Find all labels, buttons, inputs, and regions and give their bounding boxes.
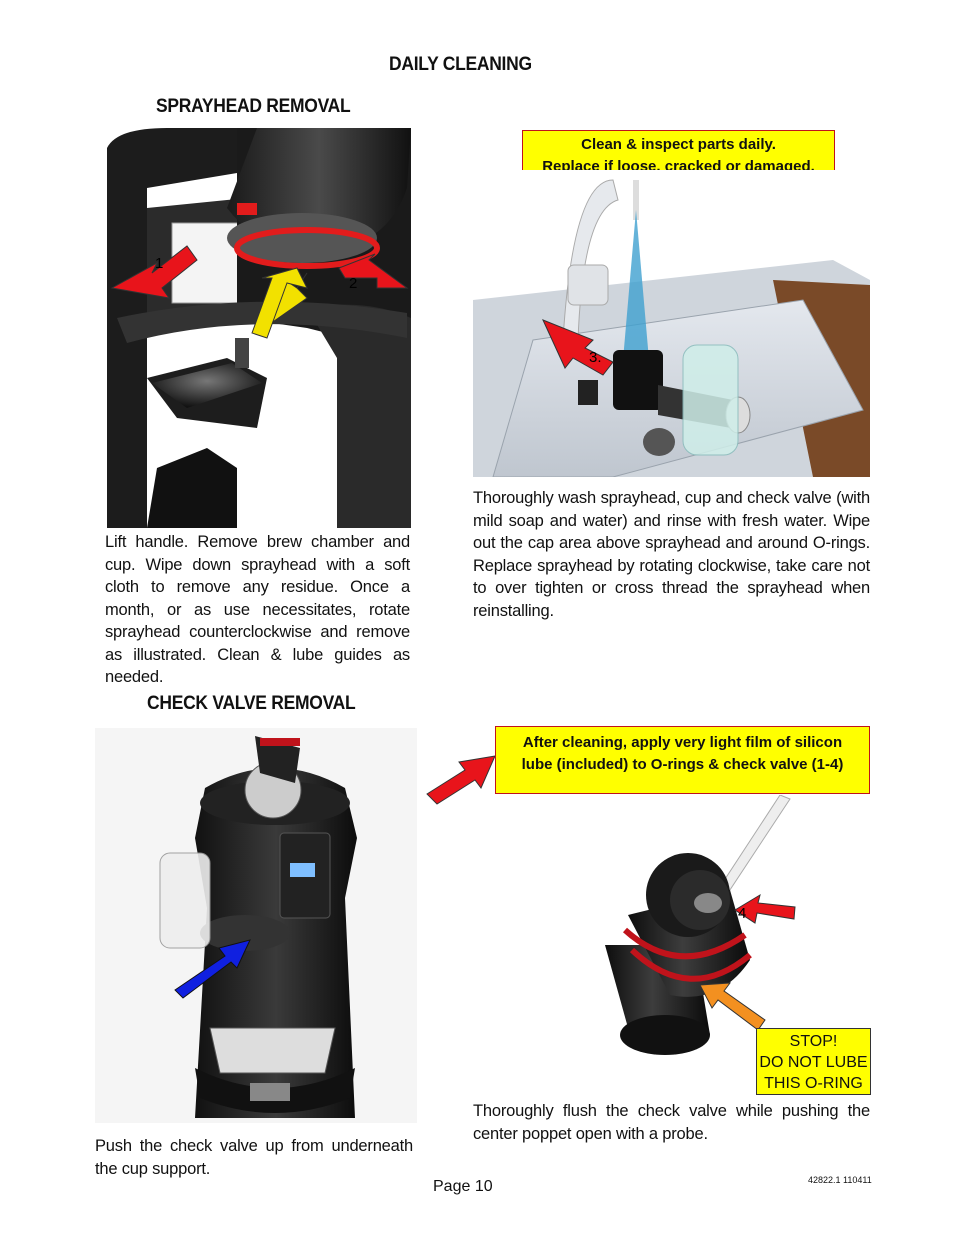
page-number: Page 10 [433,1178,493,1195]
brewer-machine-illustration [95,728,417,1123]
sprayhead-left-text: Lift handle. Remove brew chamber and cup… [105,533,410,686]
lube-callout: After cleaning, apply very light film of… [495,726,870,794]
sink-washing-illustration: 3. [473,170,870,477]
inspect-callout-line1: Clean & inspect parts daily. [581,136,776,153]
arrow-label-2: 2 [349,275,357,292]
lube-callout-line1: After cleaning, apply very light film of… [522,734,843,751]
doc-code: 42822.1 110411 [808,1175,872,1185]
check-valve-heading: CHECK VALVE REMOVAL [147,693,356,714]
section-title: DAILY CLEANING [389,54,532,75]
stop-line-2: DO NOT LUBE [759,1054,868,1071]
check-valve-illustration: 4 [560,795,870,1095]
stop-line-1: STOP! [789,1033,838,1050]
arrow-1 [110,245,198,299]
arrow-4 [734,893,796,924]
arrow-label-3: 3. [589,349,602,366]
arrow-orange [699,982,766,1031]
check-valve-left-text: Push the check valve up from underneath … [95,1137,413,1178]
sprayhead-removal-illustration: 1 2 [107,128,411,528]
arrow-label-1: 1 [155,255,163,272]
stop-warning-box: STOP! DO NOT LUBE THIS O-RING [756,1028,871,1095]
callout-pointer-arrow [423,752,498,807]
lube-callout-line2: lube (included) to O-rings & check valve… [521,756,844,773]
arrow-3 [542,319,614,376]
arrow-blue [174,939,251,999]
arrow-2 [338,253,409,289]
check-valve-right-text: Thoroughly flush the check valve while p… [473,1102,870,1143]
arrow-label-4: 4 [738,905,746,922]
sprayhead-heading: SPRAYHEAD REMOVAL [156,96,351,117]
sprayhead-right-text: Thoroughly wash sprayhead, cup and check… [473,489,870,620]
stop-line-3: THIS O-RING [764,1075,863,1092]
